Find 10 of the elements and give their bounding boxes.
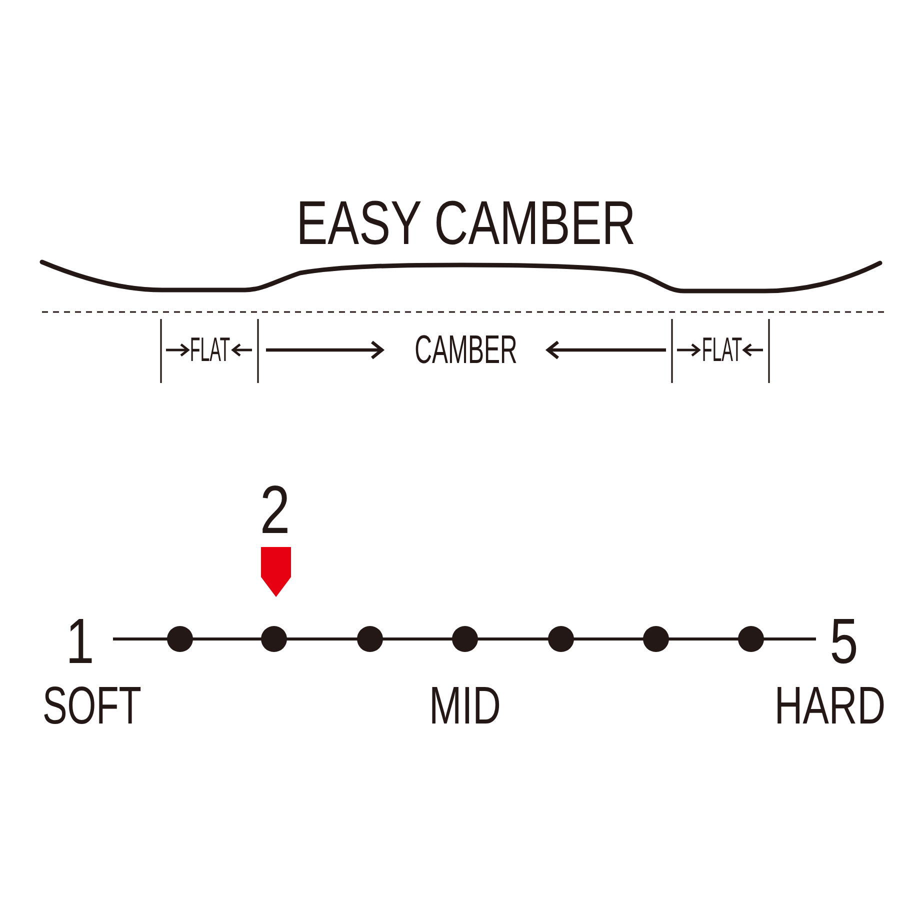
zone-label: CAMBER	[414, 330, 518, 370]
zone-label: FLAT	[702, 333, 742, 367]
rating-value: 2	[260, 476, 290, 544]
zone-label: FLAT	[190, 333, 230, 367]
scale-label: HARD	[774, 680, 886, 732]
title: EASY CAMBER	[296, 193, 636, 255]
scale-number: 5	[830, 609, 858, 673]
scale-label: SOFT	[42, 680, 142, 732]
scale-number: 1	[66, 609, 94, 673]
scale-label: MID	[429, 680, 501, 732]
